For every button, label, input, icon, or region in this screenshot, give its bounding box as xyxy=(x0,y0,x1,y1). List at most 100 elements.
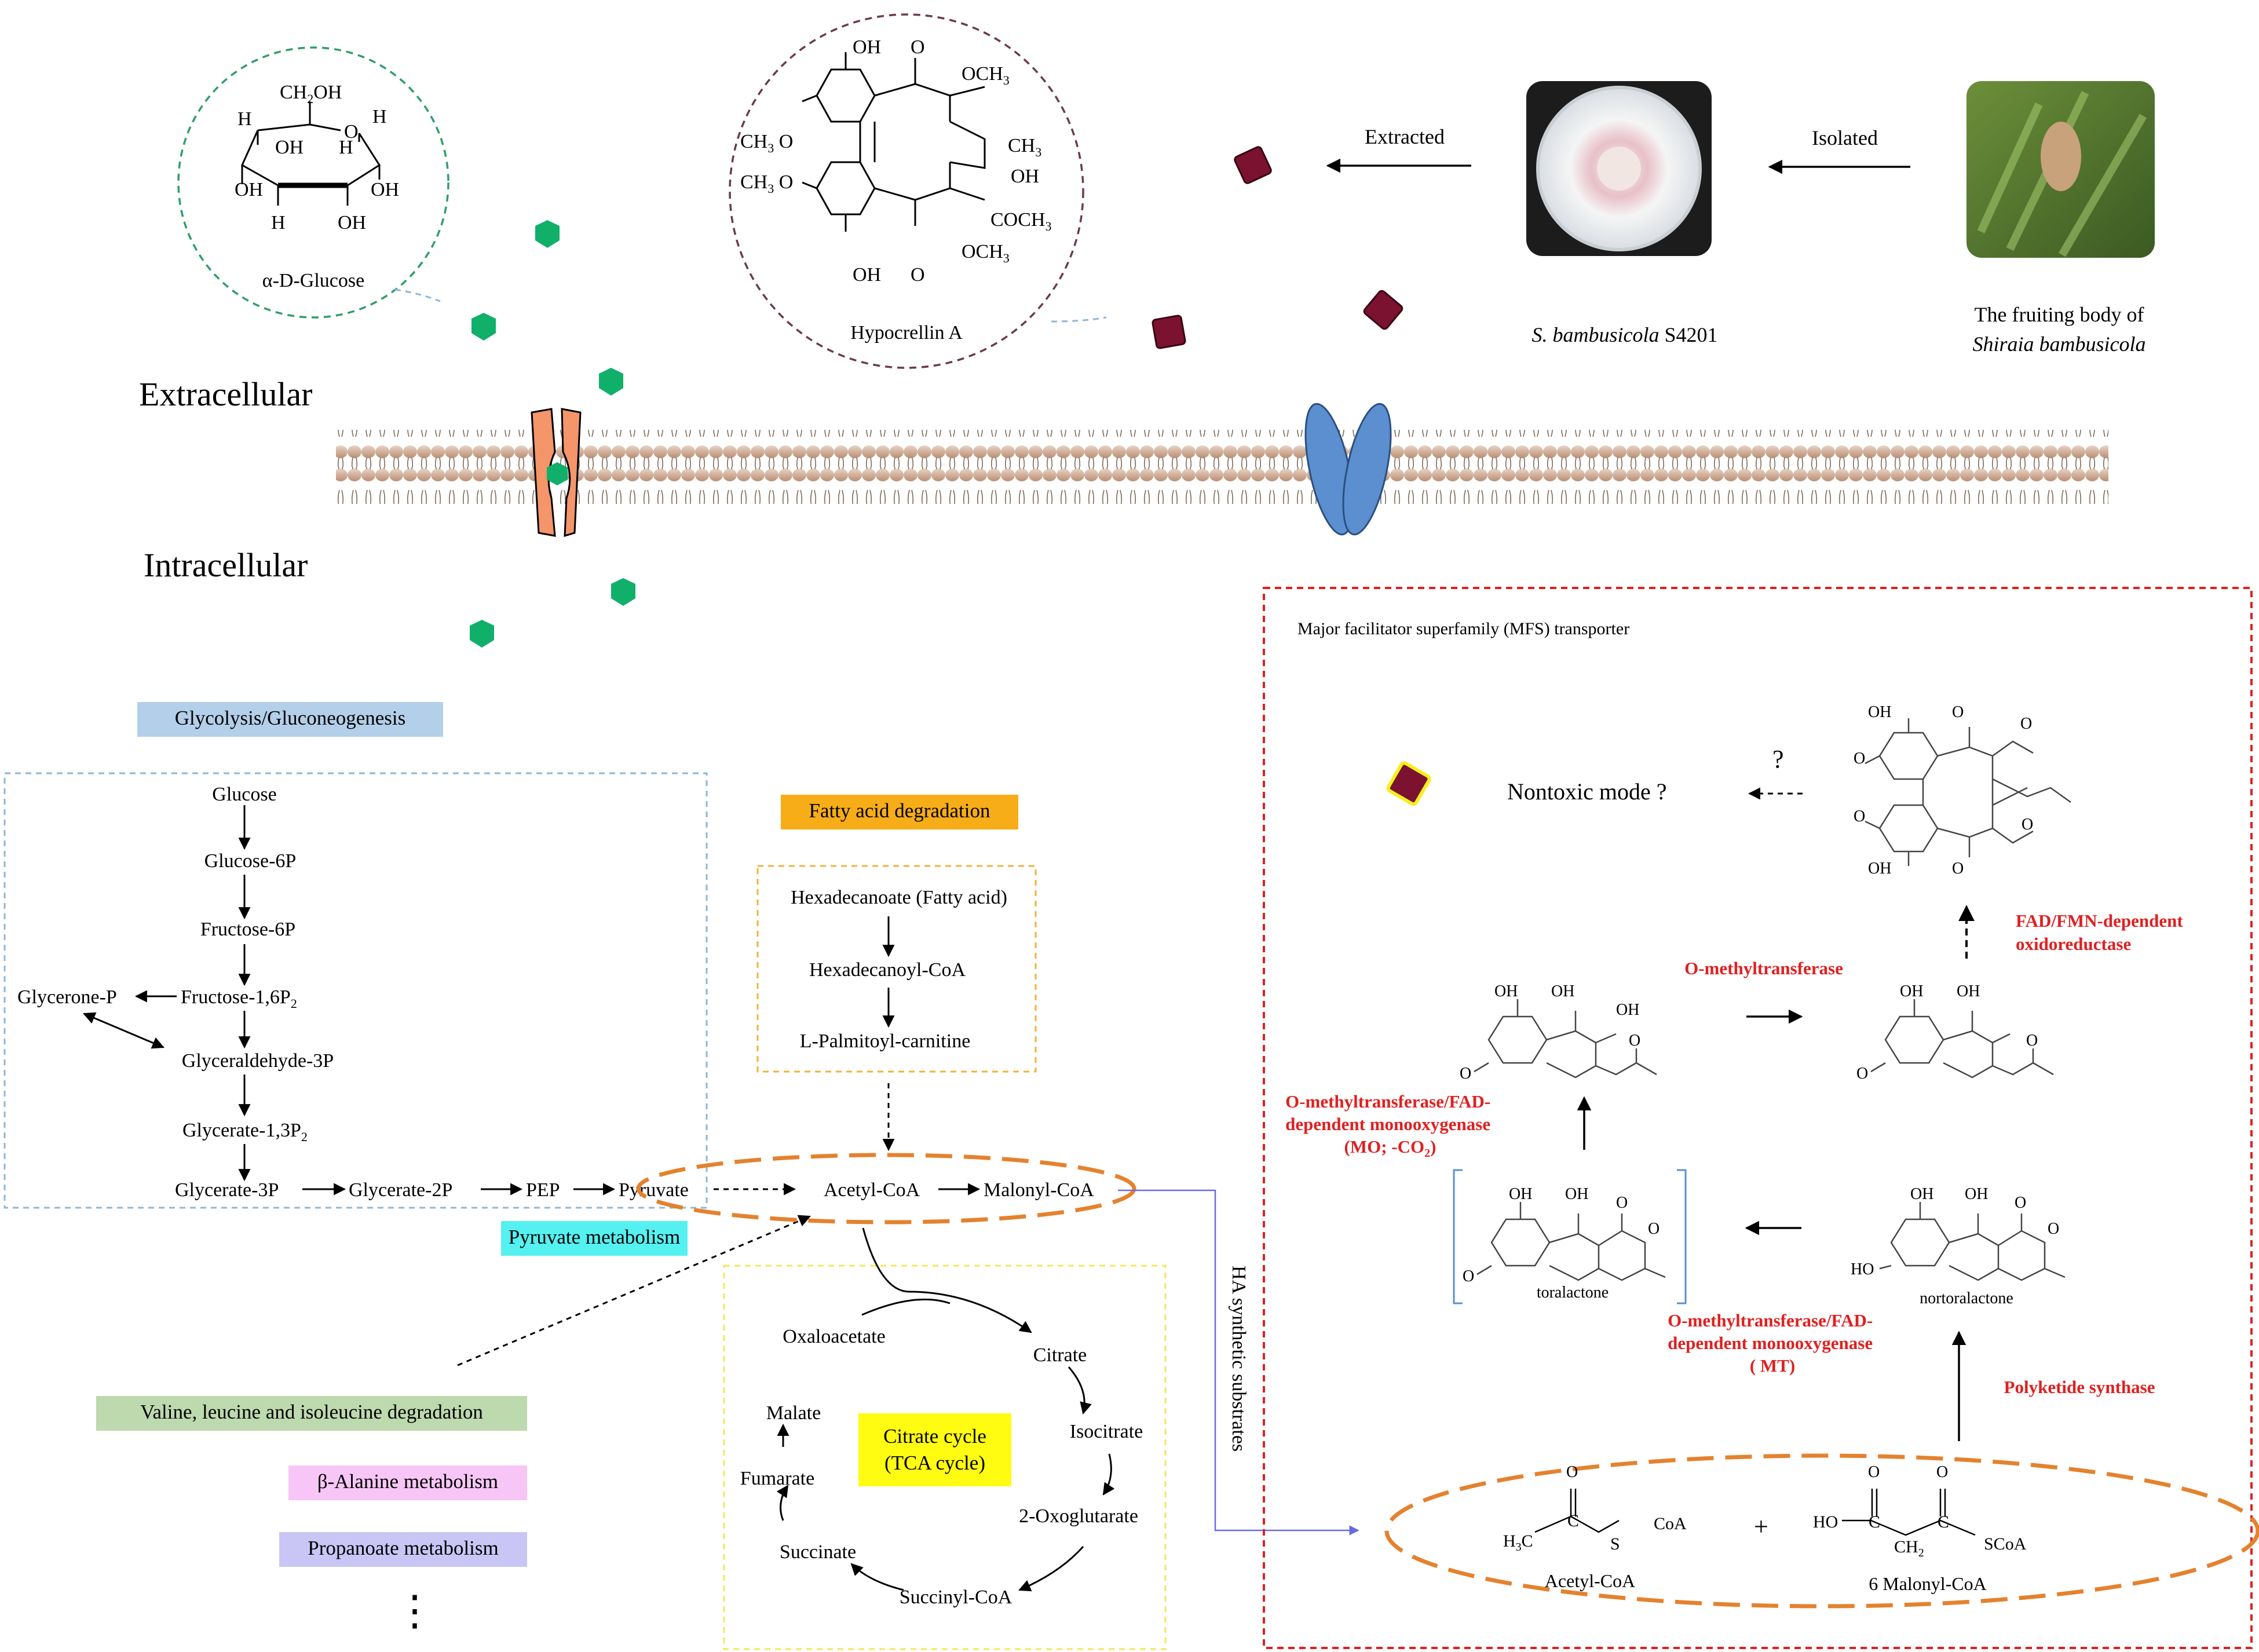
tca-citrate: Citrate xyxy=(1033,1344,1087,1366)
glucose-h: H xyxy=(237,108,252,130)
ha-name: Hypocrellin A xyxy=(850,322,963,343)
glucose-h: H xyxy=(339,137,353,158)
valine-degradation-label: Valine, leucine and isoleucine degradati… xyxy=(96,1396,527,1431)
glycolysis-pyruvate: Pyruvate xyxy=(619,1179,689,1201)
nontoxic-molecule xyxy=(1386,761,1431,806)
acetyl-malonyl-pool xyxy=(636,1153,1136,1225)
fruiting-label-species: Shiraia bambusicola xyxy=(1972,332,2145,356)
tca-succinylcoa: Succinyl-CoA xyxy=(900,1587,1012,1608)
glucose-ch2oh: CH2OH xyxy=(280,82,342,106)
ha-o: O xyxy=(911,36,925,58)
acetylcoa-structure xyxy=(1534,1489,1620,1533)
glycolysis-glycerate3p: Glycerate-3P xyxy=(175,1179,279,1201)
ha-och3: OCH3 xyxy=(962,63,1010,87)
intracellular-label: Intracellular xyxy=(144,546,308,584)
tca-succinate: Succinate xyxy=(780,1541,856,1563)
tora-o: O xyxy=(1616,1194,1628,1212)
sub-o: O xyxy=(1936,1463,1948,1481)
ha-coch3: COCH3 xyxy=(990,209,1051,233)
ha-och3: OCH3 xyxy=(962,241,1010,265)
nontoxic-label: Nontoxic mode ? xyxy=(1507,779,1667,805)
int1-oh: OH xyxy=(1616,1001,1639,1019)
glucose-ring-o: O xyxy=(344,121,359,142)
ha-ch3o: CH3 O xyxy=(740,171,793,196)
acetyl-into-tca-arrow xyxy=(862,1227,1032,1333)
hafinal-o: O xyxy=(1952,703,1964,721)
strain-label: S. bambusicola S4201 xyxy=(1531,323,1717,346)
tca-oxaloacetate: Oxaloacetate xyxy=(783,1326,885,1347)
ha-oh: OH xyxy=(853,36,881,58)
pyruvate-metabolism-label: Pyruvate metabolism xyxy=(501,1221,688,1256)
glucose-h: H xyxy=(372,106,387,127)
glucose-oh: OH xyxy=(338,212,366,233)
sub-ch2: CH2 xyxy=(1894,1537,1924,1559)
acetylcoa-label: Acetyl-CoA xyxy=(824,1179,920,1201)
fatty-acid-step2: Hexadecanoyl-CoA xyxy=(809,959,966,981)
hafinal-o: O xyxy=(2020,715,2032,733)
nortora-ho: HO xyxy=(1851,1260,1874,1278)
int1-oh: OH xyxy=(1551,982,1574,1000)
tca-label-line1: Citrate cycle xyxy=(883,1425,986,1448)
hypocrellin-final-structure xyxy=(1865,718,2071,866)
glucose-name: α-D-Glucose xyxy=(262,270,364,291)
ha-oh: OH xyxy=(1011,166,1039,187)
sub-ho: HO xyxy=(1813,1512,1838,1532)
hypocrellin-bubble: OH O OCH3 CH3 O CH3 CH3 O OH COCH3 OCH3 … xyxy=(729,13,1107,369)
sub-c: C xyxy=(1938,1512,1949,1532)
malonylcoa-structure xyxy=(1842,1489,1976,1536)
ha-ch3o: CH3 O xyxy=(740,131,793,155)
ha-oh: OH xyxy=(853,264,881,286)
glucose-bubble: CH2OH O H H OH H OH OH H OH α-D-Glucose xyxy=(177,46,449,319)
fruiting-body-photo xyxy=(1966,81,2155,258)
propanoate-metabolism-label: Propanoate metabolism xyxy=(279,1532,527,1567)
int1-o: O xyxy=(1460,1065,1471,1083)
int2-oh: OH xyxy=(1957,982,1980,1000)
tca-malate: Malate xyxy=(766,1402,821,1424)
nortora-oh: OH xyxy=(1910,1185,1933,1203)
petri-dish-photo xyxy=(1526,81,1712,256)
sub-c: C xyxy=(1869,1512,1880,1532)
tora-o: O xyxy=(1463,1267,1474,1285)
int2-o: O xyxy=(1856,1065,1868,1083)
glycolysis-box xyxy=(3,772,708,1209)
hafinal-oh: OH xyxy=(1868,703,1891,721)
substrate-pool xyxy=(1384,1453,2259,1609)
tca-box xyxy=(723,1264,1167,1650)
glucose-oh: OH xyxy=(275,137,304,158)
sub-o: O xyxy=(1868,1463,1880,1481)
sub-h3c: H3C xyxy=(1503,1532,1533,1554)
hafinal-o: O xyxy=(1854,807,1865,825)
isolated-label: Isolated xyxy=(1812,126,1878,149)
nortora-o: O xyxy=(2015,1194,2026,1212)
ha-substrates-label: HA synthetic substrates xyxy=(1228,1266,1249,1452)
mfs-transporter xyxy=(1304,403,1392,536)
malonylcoa-label: Malonyl-CoA xyxy=(984,1179,1094,1201)
glycolysis-fructose6p: Fructose-6P xyxy=(200,919,295,940)
tca-fumarate: Fumarate xyxy=(740,1468,814,1489)
other-pathways-to-acetyl-arrow xyxy=(457,1215,811,1366)
hafinal-o: O xyxy=(1952,860,1964,878)
glucose-molecule xyxy=(470,220,635,648)
glycolysis-glycerate2p: Glycerate-2P xyxy=(349,1179,452,1201)
int2-oh: OH xyxy=(1900,982,1923,1000)
hydroxy-intermediate-structure xyxy=(1474,999,1657,1079)
glucose-transporter xyxy=(531,408,582,538)
nortora-oh: OH xyxy=(1965,1185,1988,1203)
tca-label: Citrate cycle (TCA cycle) xyxy=(858,1413,1011,1486)
int1-oh: OH xyxy=(1494,982,1518,1000)
glycolysis-arrows xyxy=(83,805,616,1196)
nontoxic-question: ? xyxy=(1772,745,1784,773)
sub-plus: + xyxy=(1754,1512,1768,1541)
sub-scoa: SCoA xyxy=(1984,1534,2027,1554)
hafinal-o: O xyxy=(1854,750,1865,767)
tca-arrows xyxy=(776,1298,1115,1592)
alanine-metabolism-label: β-Alanine metabolism xyxy=(288,1465,527,1500)
glycolysis-glycerate13: Glycerate-1,3P2 xyxy=(182,1120,308,1144)
glycolysis-glucose6p: Glucose-6P xyxy=(204,850,297,872)
sub-c: C xyxy=(1567,1511,1579,1530)
tca-isocitrate: Isocitrate xyxy=(1070,1421,1143,1442)
extracted-label: Extracted xyxy=(1365,125,1445,148)
methylated-intermediate-structure xyxy=(1870,999,2054,1079)
